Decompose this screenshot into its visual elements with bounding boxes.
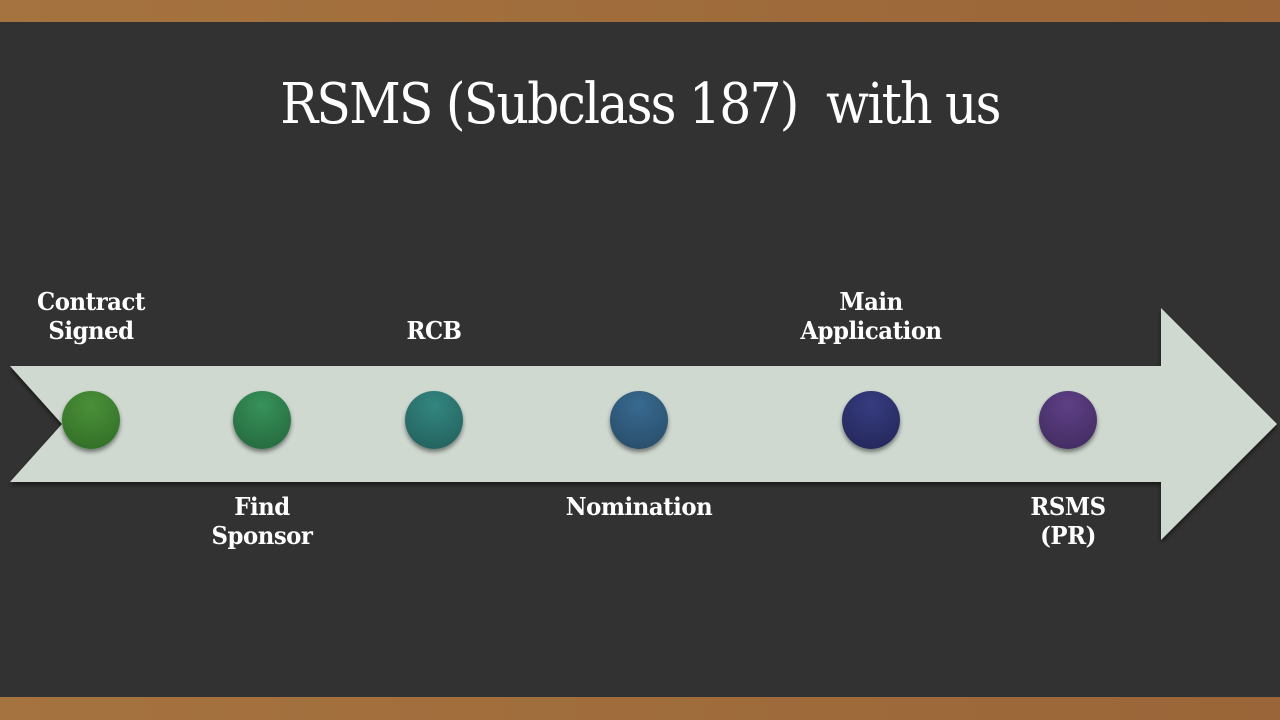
top-frame-bar [0,0,1280,22]
step-marker-contract-signed [62,391,120,449]
step-marker-nomination [610,391,668,449]
bottom-frame-bar [0,697,1280,720]
slide-title: RSMS (Subclass 187) with us [280,72,1001,137]
step-label-rsms-pr: RSMS (PR) [1030,492,1106,550]
step-marker-rsms-pr [1039,391,1097,449]
step-marker-find-sponsor [233,391,291,449]
step-label-rcb: RCB [406,316,462,345]
step-label-contract-signed: Contract Signed [37,287,145,345]
step-label-find-sponsor: Find Sponsor [211,492,313,550]
step-label-nomination: Nomination [565,492,713,521]
step-marker-main-application [842,391,900,449]
step-marker-rcb [405,391,463,449]
step-label-main-application: Main Application [800,287,942,345]
